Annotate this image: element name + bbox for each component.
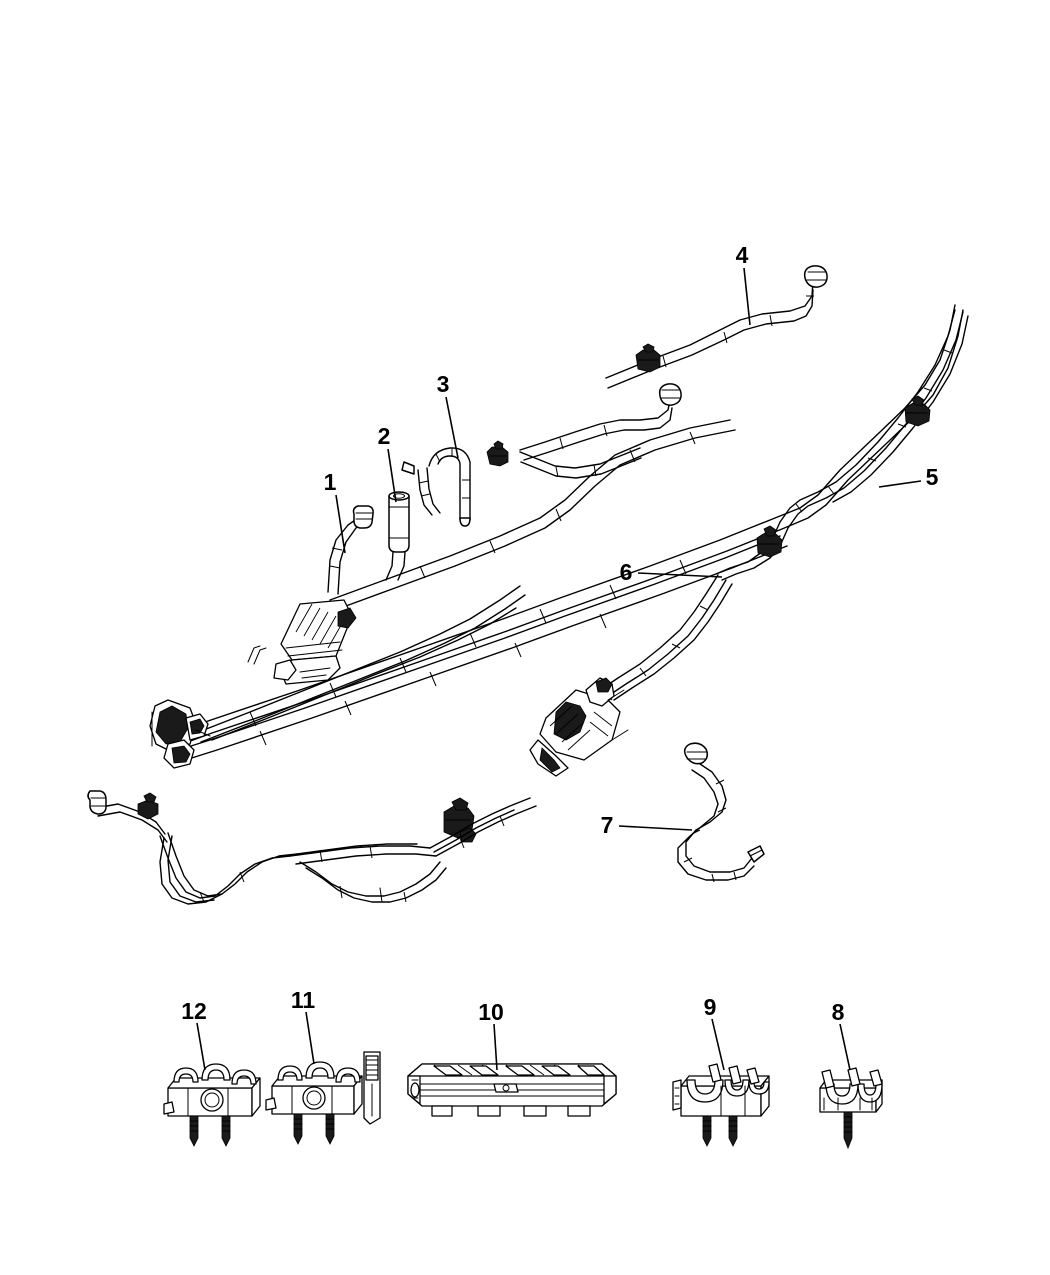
- callout-number-10: 10: [478, 999, 504, 1025]
- mid-loop-tube: [519, 383, 682, 479]
- callout-5: 5: [878, 464, 939, 490]
- part-multi-line-clip-with-tab: [265, 1051, 381, 1145]
- callout-number-4: 4: [736, 242, 749, 268]
- short-vapor-tube-left: [327, 505, 374, 595]
- part-long-channel-bracket: [407, 1063, 617, 1117]
- leader-line-10: [493, 1023, 498, 1071]
- line-clip-6: [756, 525, 783, 558]
- part-single-line-clip: [819, 1067, 883, 1150]
- callout-number-7: 7: [601, 812, 614, 838]
- callout-number-5: 5: [926, 464, 939, 490]
- quick-connect-stub: [385, 491, 410, 581]
- callout-number-6: 6: [620, 559, 633, 585]
- part-multi-line-clip: [163, 1063, 261, 1147]
- callout-4: 4: [736, 242, 751, 326]
- leader-line-8: [839, 1023, 851, 1071]
- leader-line-12: [196, 1022, 206, 1071]
- leader-line-4: [743, 267, 751, 326]
- line-clip-5: [904, 395, 931, 427]
- left-branch-tubes: [195, 585, 526, 743]
- callout-6: 6: [620, 559, 723, 585]
- leader-line-9: [711, 1018, 725, 1071]
- callout-number-12: 12: [181, 998, 207, 1024]
- callout-number-3: 3: [437, 371, 450, 397]
- callout-number-2: 2: [378, 423, 391, 449]
- callout-11: 11: [291, 987, 316, 1065]
- leader-line-11: [305, 1011, 315, 1065]
- u-bend-vapor-hose: [401, 447, 471, 527]
- callout-10: 10: [478, 999, 504, 1071]
- leader-line-3: [445, 396, 459, 459]
- callout-layer: 1 2 3 4 5 6: [181, 242, 939, 1071]
- leader-line-1: [335, 494, 346, 554]
- callout-9: 9: [704, 994, 725, 1071]
- fuel-vapor-line-assembly: [87, 265, 969, 905]
- callout-3: 3: [437, 371, 459, 459]
- inline-channel-bracket: [273, 599, 357, 685]
- inline-filter-module: [529, 677, 629, 777]
- spine-stub-clip: [247, 645, 267, 665]
- callout-number-8: 8: [832, 999, 845, 1025]
- callout-2: 2: [378, 423, 397, 503]
- line-clip-4: [635, 343, 661, 373]
- mid-line-clip-a: [486, 440, 509, 467]
- lower-left-connector-block: [149, 699, 211, 769]
- leader-line-2: [387, 448, 397, 503]
- upper-fuel-supply-line: [605, 265, 828, 389]
- callout-12: 12: [181, 998, 207, 1071]
- lower-left-branch: [87, 790, 537, 905]
- rear-fuel-line-pair: [715, 309, 969, 581]
- s-bend-jumper-hose: [677, 742, 765, 883]
- upper-right-run: [329, 419, 736, 611]
- leader-line-5: [878, 480, 922, 488]
- callout-8: 8: [832, 999, 851, 1071]
- callout-7: 7: [601, 812, 693, 838]
- leader-line-6: [637, 572, 723, 578]
- line-clip-lower: [443, 797, 477, 843]
- main-tube-bundle: [169, 304, 964, 763]
- leader-line-7: [618, 825, 693, 831]
- callout-number-9: 9: [704, 994, 717, 1020]
- callout-number-1: 1: [324, 469, 337, 495]
- part-triple-line-clip: [672, 1063, 770, 1147]
- callout-number-11: 11: [291, 987, 316, 1013]
- callout-1: 1: [324, 469, 346, 554]
- tube-segment-ticks: [249, 559, 687, 746]
